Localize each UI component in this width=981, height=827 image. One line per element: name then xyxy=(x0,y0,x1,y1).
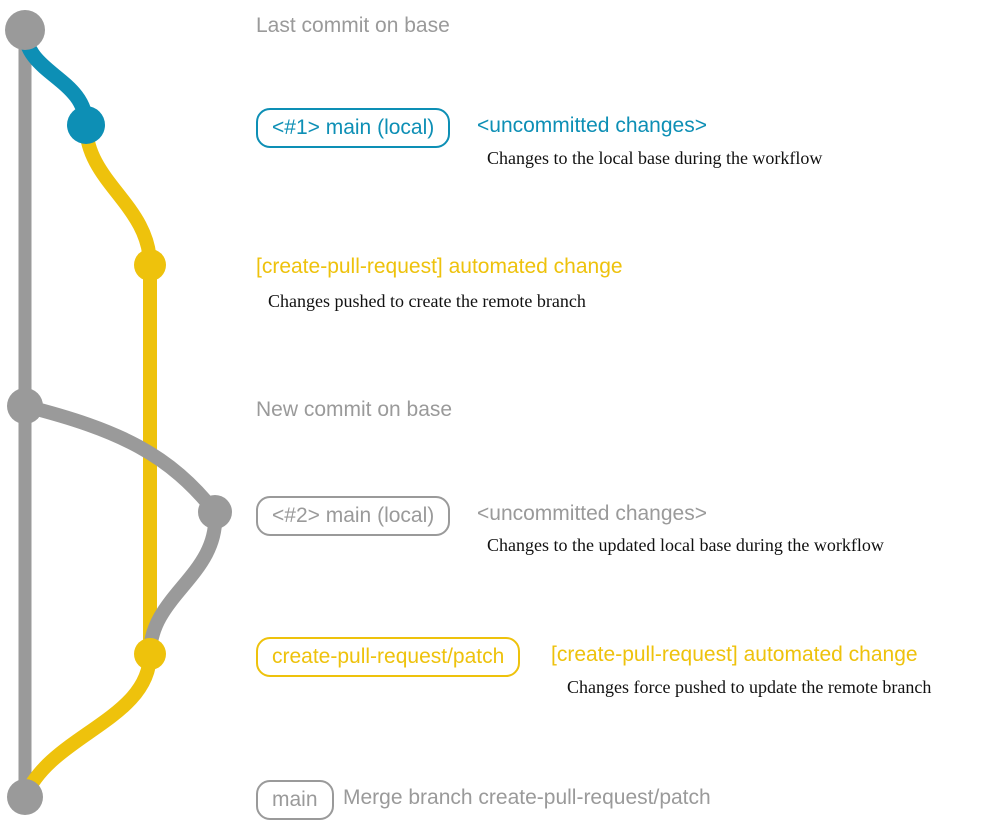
description-local-changes-1: Changes to the local base during the wor… xyxy=(487,148,823,168)
headline-last-commit-on-base: Last commit on base xyxy=(256,14,450,37)
headline-new-commit-on-base: New commit on base xyxy=(256,398,453,421)
description-force-pushed: Changes force pushed to update the remot… xyxy=(567,677,932,697)
badge-main-local-2[interactable]: <#2> main (local) xyxy=(256,496,451,536)
badge-create-pull-request-patch[interactable]: create-pull-request/patch xyxy=(256,637,521,677)
edge-local2-to-patch2 xyxy=(143,505,223,661)
headline-uncommitted-changes-1: <uncommitted changes> xyxy=(477,114,707,137)
description-local-changes-2: Changes to the updated local base during… xyxy=(487,535,884,555)
description-pushed-create-branch: Changes pushed to create the remote bran… xyxy=(268,291,586,311)
badge-main-local-1[interactable]: <#1> main (local) xyxy=(256,108,451,148)
commit-node-local-2[interactable] xyxy=(198,495,232,529)
commit-node-base-merge[interactable] xyxy=(7,779,43,815)
commit-node-patch-2[interactable] xyxy=(134,638,166,670)
commit-node-base-last[interactable] xyxy=(5,10,45,50)
headline-automated-change-1: [create-pull-request] automated change xyxy=(256,255,623,278)
edge-basenew-to-local2 xyxy=(18,399,222,519)
commit-node-base-new[interactable] xyxy=(7,388,43,424)
edge-patch2-to-merge xyxy=(18,647,157,804)
headline-automated-change-2: [create-pull-request] automated change xyxy=(551,643,918,666)
badge-main[interactable]: main xyxy=(256,780,334,820)
commit-node-local-1[interactable] xyxy=(67,106,105,144)
headline-uncommitted-changes-2: <uncommitted changes> xyxy=(477,502,707,525)
commit-node-patch-1[interactable] xyxy=(134,249,166,281)
edge-local1-to-patch1 xyxy=(79,118,157,272)
headline-merge-branch-message: Merge branch create-pull-request/patch xyxy=(343,786,711,809)
